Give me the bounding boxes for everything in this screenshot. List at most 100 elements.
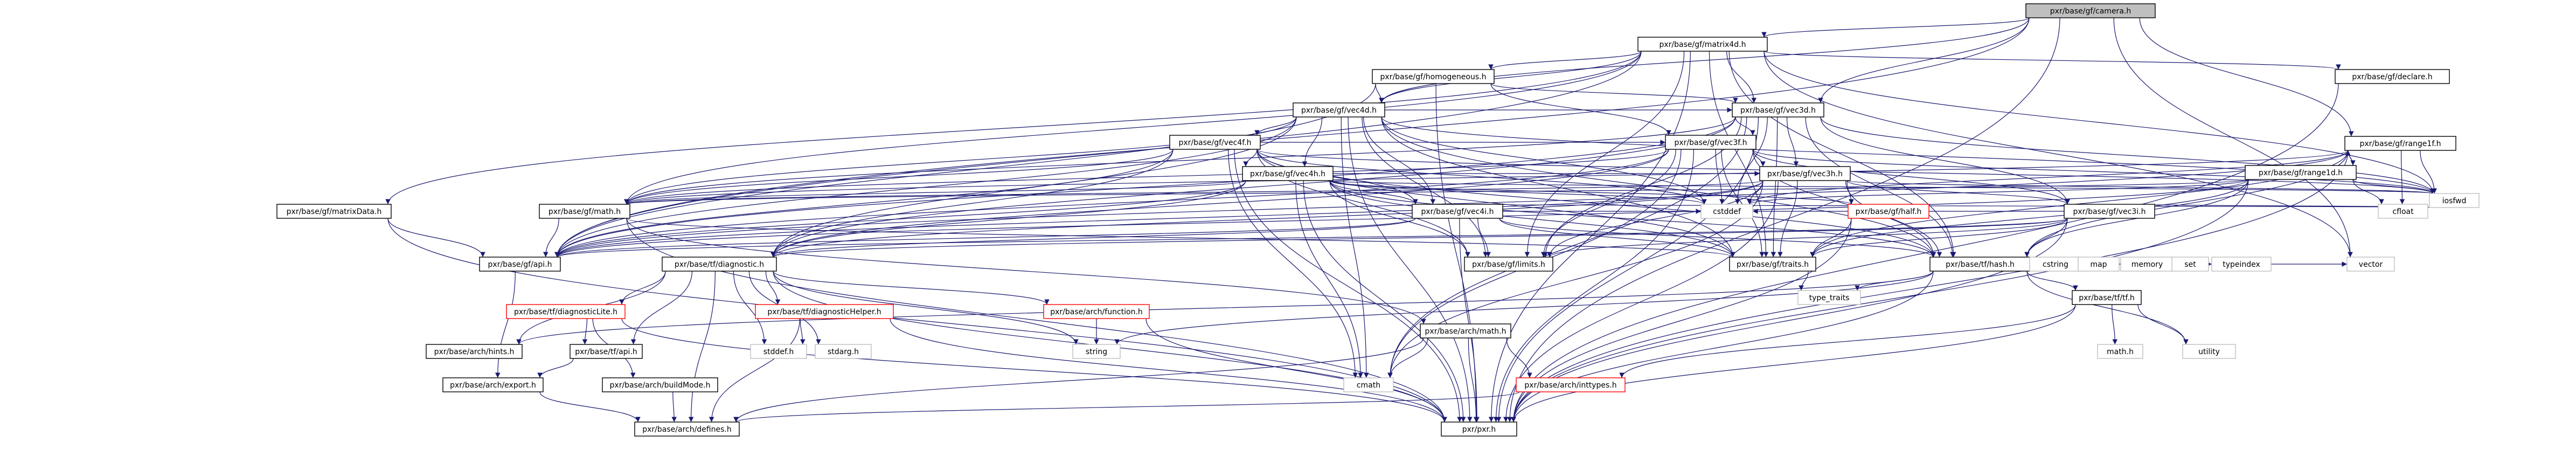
include-edge-n22-n49	[2112, 304, 2118, 345]
node-pxr-base-tf-diagnosticlite-h[interactable]: pxr/base/tf/diagnosticLite.h	[506, 304, 626, 319]
node-pxr-base-gf-vec4i-h[interactable]: pxr/base/gf/vec4i.h	[1412, 204, 1503, 219]
node-pxr-base-tf-tf-h[interactable]: pxr/base/tf/tf.h	[2072, 290, 2142, 305]
node-pxr-base-gf-api-h[interactable]: pxr/base/gf/api.h	[479, 257, 561, 272]
include-edge-n8-n18	[1329, 180, 1470, 258]
node-label: pxr/base/gf/vec4d.h	[1301, 106, 1377, 115]
node-box	[662, 257, 777, 272]
node-pxr-base-gf-vec4h-h[interactable]: pxr/base/gf/vec4h.h	[1242, 166, 1334, 181]
node-label: pxr/base/gf/camera.h	[2050, 7, 2131, 16]
node-vector: vector	[2346, 257, 2395, 272]
node-pxr-base-gf-vec3h-h[interactable]: pxr/base/gf/vec3h.h	[1759, 166, 1851, 181]
node-label: pxr/base/gf/vec4f.h	[1178, 139, 1251, 147]
include-edge-n5-n19	[1770, 116, 1778, 258]
node-label: pxr/base/arch/hints.h	[434, 348, 515, 356]
node-pxr-base-gf-traits-h[interactable]: pxr/base/gf/traits.h	[1729, 257, 1816, 272]
include-edge-n16-n19	[1810, 179, 2249, 258]
include-edge-n16-n17	[554, 179, 2249, 258]
node-pxr-pxr-h[interactable]: pxr/pxr.h	[1441, 421, 1517, 437]
include-edge-n9-n14	[1846, 180, 2070, 205]
include-edge-n23-n33	[1468, 337, 1479, 423]
edge-layer	[385, 17, 2438, 423]
node-pxr-base-arch-inttypes-h[interactable]: pxr/base/arch/inttypes.h	[1516, 377, 1626, 392]
include-edge-n5-n9	[1786, 116, 1799, 167]
include-edge-n17-n29	[495, 271, 516, 378]
node-label: cstring	[2043, 260, 2068, 269]
include-edge-n20-n24	[619, 271, 666, 305]
include-edge-n4-n35	[1381, 116, 2435, 194]
node-pxr-base-gf-vec3d-h[interactable]: pxr/base/gf/vec3d.h	[1732, 102, 1824, 118]
node-label: pxr/base/arch/math.h	[1425, 327, 1506, 336]
node-pxr-base-arch-buildmode-h[interactable]: pxr/base/arch/buildMode.h	[602, 377, 718, 392]
node-pxr-base-tf-diagnostic-h[interactable]: pxr/base/tf/diagnostic.h	[662, 257, 777, 272]
node-label: pxr/base/gf/vec4h.h	[1250, 170, 1325, 178]
node-pxr-base-gf-math-h[interactable]: pxr/base/gf/math.h	[539, 204, 630, 219]
node-cmath: cmath	[1343, 377, 1394, 392]
node-label: type_traits	[1809, 294, 1850, 302]
node-label: stdarg.h	[828, 348, 859, 356]
include-edge-n0-n1	[1761, 17, 2030, 38]
node-memory: memory	[2120, 257, 2174, 272]
include-edge-n16-n33	[1511, 179, 2249, 423]
node-label: pxr/base/gf/range1f.h	[2359, 140, 2441, 148]
node-pxr-base-arch-hints-h[interactable]: pxr/base/arch/hints.h	[426, 344, 523, 359]
node-pxr-base-tf-diagnostichelper-h[interactable]: pxr/base/tf/diagnosticHelper.h	[755, 304, 894, 319]
node-box	[2245, 165, 2357, 180]
node-box	[2097, 344, 2143, 359]
include-edge-n20-n28	[630, 271, 693, 345]
node-label: iosfwd	[2442, 197, 2467, 205]
node-box	[2025, 3, 2156, 18]
node-box	[2078, 257, 2120, 272]
node-pxr-base-gf-half-h[interactable]: pxr/base/gf/half.h	[1848, 204, 1929, 219]
node-box	[2182, 344, 2236, 359]
node-pxr-base-gf-matrixdata-h[interactable]: pxr/base/gf/matrixData.h	[276, 204, 392, 219]
node-box	[1797, 290, 1861, 305]
node-pxr-base-arch-export-h[interactable]: pxr/base/arch/export.h	[442, 377, 544, 392]
node-pxr-base-gf-camera-h[interactable]: pxr/base/gf/camera.h	[2025, 3, 2156, 18]
node-pxr-base-gf-range1f-h[interactable]: pxr/base/gf/range1f.h	[2344, 136, 2456, 151]
include-edge-n2-n5	[1490, 83, 1738, 103]
node-pxr-base-tf-api-h[interactable]: pxr/base/tf/api.h	[570, 344, 643, 359]
node-pxr-base-tf-hash-h[interactable]: pxr/base/tf/hash.h	[1929, 257, 2031, 272]
node-label: pxr/base/arch/function.h	[1050, 308, 1143, 316]
include-edge-n9-n20	[770, 180, 1763, 258]
node-pxr-base-gf-limits-h[interactable]: pxr/base/gf/limits.h	[1464, 257, 1553, 272]
node-box	[1343, 377, 1394, 392]
include-edge-n8-n17	[554, 180, 1246, 258]
node-pxr-base-gf-homogeneous-h[interactable]: pxr/base/gf/homogeneous.h	[1372, 69, 1495, 84]
node-box	[1729, 257, 1816, 272]
node-box	[2346, 257, 2395, 272]
include-edge-n15-n36	[1747, 150, 2349, 205]
node-label: pxr/base/gf/homogeneous.h	[1380, 73, 1487, 81]
node-pxr-base-gf-declare-h[interactable]: pxr/base/gf/declare.h	[2335, 69, 2450, 84]
include-edge-n28-n29	[537, 358, 574, 378]
include-edge-n15-n33	[1511, 150, 2349, 423]
node-label: pxr/base/gf/api.h	[488, 260, 552, 269]
node-pxr-base-arch-defines-h[interactable]: pxr/base/arch/defines.h	[634, 421, 740, 437]
include-edge-n1-n3	[1763, 51, 2341, 70]
node-pxr-base-gf-range1d-h[interactable]: pxr/base/gf/range1d.h	[2245, 165, 2357, 180]
node-box	[1848, 204, 1929, 219]
node-pxr-base-gf-vec4d-h[interactable]: pxr/base/gf/vec4d.h	[1293, 102, 1385, 118]
node-pxr-base-gf-vec4f-h[interactable]: pxr/base/gf/vec4f.h	[1169, 135, 1261, 150]
node-pxr-base-gf-vec3i-h[interactable]: pxr/base/gf/vec3i.h	[2064, 204, 2155, 219]
node-label: pxr/base/tf/diagnostic.h	[675, 260, 764, 269]
include-edge-n9-n17	[554, 180, 1763, 258]
include-edge-n1-n33	[1488, 51, 1691, 423]
node-pxr-base-arch-function-h[interactable]: pxr/base/arch/function.h	[1043, 304, 1150, 319]
include-edge-n6-n38	[1228, 149, 1358, 378]
include-edge-n6-n20	[770, 149, 1174, 258]
include-edge-n4-n6	[1254, 116, 1297, 136]
include-edge-n10-n17	[387, 218, 485, 258]
include-edge-n24-n33	[621, 318, 1447, 423]
node-label: set	[2184, 260, 2196, 269]
node-set: set	[2171, 257, 2209, 272]
node-label: pxr/base/tf/api.h	[575, 348, 637, 356]
node-pxr-base-arch-math-h[interactable]: pxr/base/arch/math.h	[1420, 323, 1511, 338]
node-pxr-base-gf-matrix4d-h[interactable]: pxr/base/gf/matrix4d.h	[1637, 37, 1768, 52]
include-edge-n16-n15	[2345, 150, 2353, 166]
include-edge-n8-n35	[1329, 180, 2435, 194]
node-pxr-base-gf-vec3f-h[interactable]: pxr/base/gf/vec3f.h	[1665, 135, 1756, 150]
include-edge-n8-n36	[1329, 180, 1707, 205]
include-edge-n7-n35	[1752, 149, 2435, 194]
node-box	[442, 377, 544, 392]
